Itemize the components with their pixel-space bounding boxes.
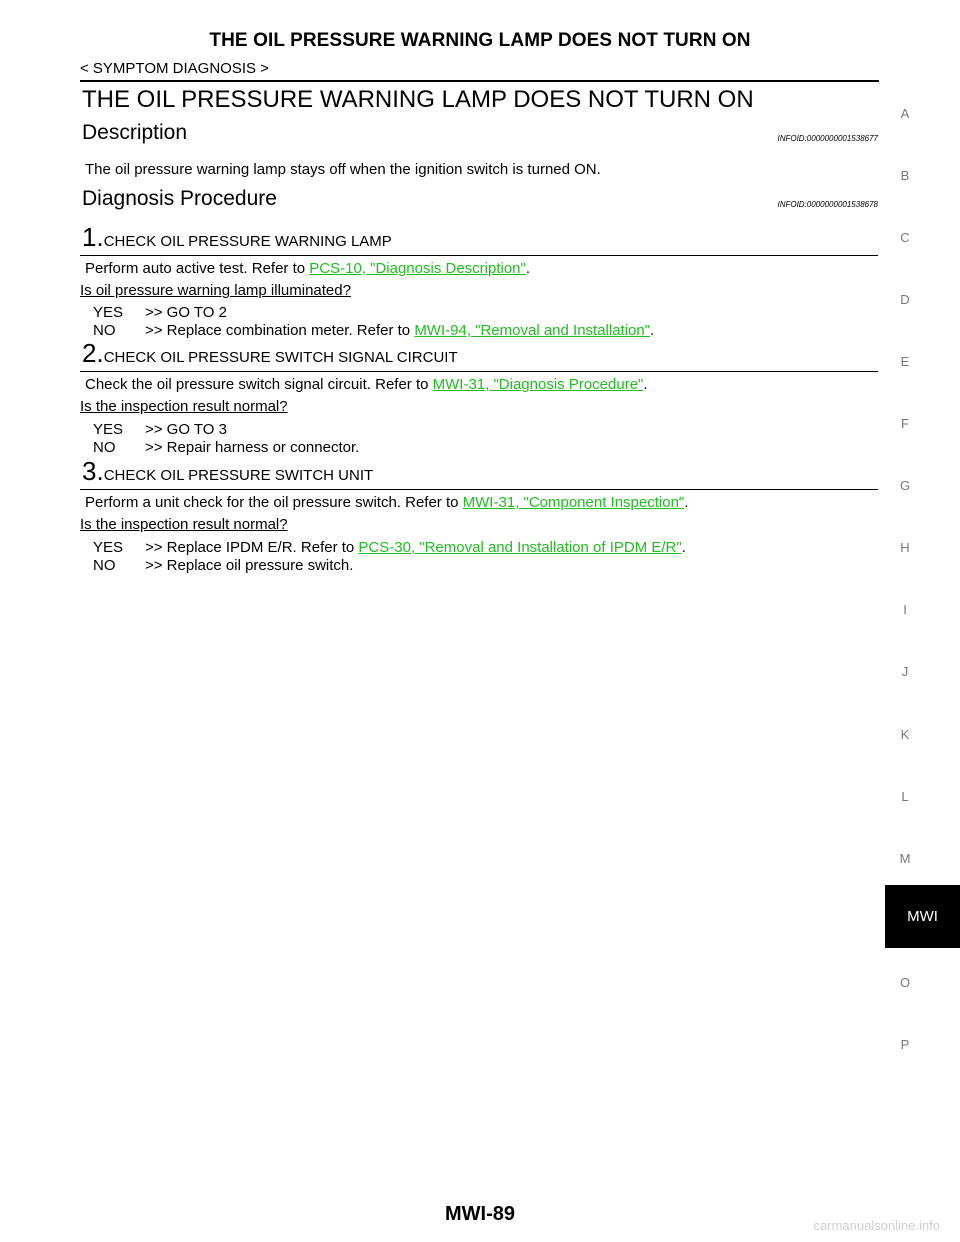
step-2-instruction: Check the oil pressure switch signal cir… <box>85 376 648 393</box>
step-2-yes: YES >> GO TO 3 <box>93 421 227 438</box>
section-tab-e[interactable]: E <box>900 354 910 369</box>
step-1-question: Is oil pressure warning lamp illuminated… <box>80 282 351 299</box>
procedure-heading: Diagnosis Procedure <box>82 187 277 210</box>
no-action: >> Replace oil pressure switch. <box>145 557 354 574</box>
no-key: NO <box>93 439 116 456</box>
instruction-text: Check the oil pressure switch signal cir… <box>85 376 433 393</box>
breadcrumb: < SYMPTOM DIAGNOSIS > <box>80 60 269 77</box>
no-key: NO <box>93 557 116 574</box>
reference-link-mwi-31-component[interactable]: MWI-31, "Component Inspection" <box>462 494 685 511</box>
step-3-no: NO >> Replace oil pressure switch. <box>93 557 353 574</box>
yes-key: YES <box>93 421 124 438</box>
step-title: CHECK OIL PRESSURE SWITCH UNIT <box>103 467 374 484</box>
no-key: NO <box>93 322 116 339</box>
section-tab-l[interactable]: L <box>901 789 909 804</box>
no-action: >> Replace combination meter. Refer to <box>145 322 415 339</box>
section-tab-m[interactable]: M <box>899 851 911 866</box>
section-tab-f[interactable]: F <box>901 416 909 431</box>
section-tab-a[interactable]: A <box>900 106 910 121</box>
step-2-no: NO >> Repair harness or connector. <box>93 439 359 456</box>
no-action-suffix: . <box>650 322 655 339</box>
instruction-text: Perform a unit check for the oil pressur… <box>85 494 463 511</box>
step-title: CHECK OIL PRESSURE SWITCH SIGNAL CIRCUIT <box>103 349 458 366</box>
instruction-suffix: . <box>643 376 648 393</box>
no-action: >> Repair harness or connector. <box>145 439 360 456</box>
step-divider <box>80 489 878 490</box>
watermark: carmanualsonline.info <box>813 1218 940 1233</box>
instruction-text: Perform auto active test. Refer to <box>85 260 310 277</box>
description-heading: Description <box>82 121 188 144</box>
running-title: THE OIL PRESSURE WARNING LAMP DOES NOT T… <box>209 30 751 51</box>
step-1-heading: 1.CHECK OIL PRESSURE WARNING LAMP <box>82 222 392 253</box>
step-3-yes: YES >> Replace IPDM E/R. Refer to PCS-30,… <box>93 539 686 556</box>
yes-key: YES <box>93 304 124 321</box>
section-tab-o[interactable]: O <box>899 975 911 990</box>
step-3-instruction: Perform a unit check for the oil pressur… <box>85 494 688 511</box>
procedure-infoid: INFOID:0000000001538678 <box>777 200 878 209</box>
yes-action: >> Replace IPDM E/R. Refer to <box>145 539 359 556</box>
header-divider <box>80 80 879 82</box>
step-1-instruction: Perform auto active test. Refer to PCS-1… <box>85 260 530 277</box>
section-tab-d[interactable]: D <box>900 292 910 307</box>
reference-link-mwi-94[interactable]: MWI-94, "Removal and Installation" <box>414 322 651 339</box>
instruction-suffix: . <box>684 494 689 511</box>
page-number: MWI-89 <box>445 1203 515 1225</box>
step-number: 2. <box>82 338 104 368</box>
section-tab-j[interactable]: J <box>901 664 909 679</box>
step-divider <box>80 371 878 372</box>
description-text: The oil pressure warning lamp stays off … <box>85 161 601 178</box>
section-tab-g[interactable]: G <box>899 478 911 493</box>
reference-link-pcs-10[interactable]: PCS-10, "Diagnosis Description" <box>309 260 526 277</box>
yes-key: YES <box>93 539 124 556</box>
reference-link-pcs-30[interactable]: PCS-30, "Removal and Installation of IPD… <box>358 539 682 556</box>
section-tab-c[interactable]: C <box>900 230 910 245</box>
step-3-question: Is the inspection result normal? <box>80 516 288 533</box>
step-divider <box>80 255 878 256</box>
yes-action: >> GO TO 3 <box>145 421 227 438</box>
section-tab-i[interactable]: I <box>903 602 907 617</box>
step-1-no: NO >> Replace combination meter. Refer to… <box>93 322 654 339</box>
section-tab-k[interactable]: K <box>900 727 910 742</box>
instruction-suffix: . <box>525 260 531 277</box>
step-number: 1. <box>82 222 104 252</box>
description-infoid: INFOID:0000000001538677 <box>777 134 878 143</box>
step-number: 3. <box>82 456 104 486</box>
section-tab-p[interactable]: P <box>900 1037 910 1052</box>
section-tab-h[interactable]: H <box>900 540 910 555</box>
section-tab-b[interactable]: B <box>900 168 910 183</box>
yes-action: >> GO TO 2 <box>145 304 227 321</box>
step-1-yes: YES >> GO TO 2 <box>93 304 227 321</box>
step-3-heading: 3.CHECK OIL PRESSURE SWITCH UNIT <box>82 456 373 487</box>
section-tab-mwi-active[interactable]: MWI <box>885 885 960 948</box>
reference-link-mwi-31-diagnosis[interactable]: MWI-31, "Diagnosis Procedure" <box>432 376 644 393</box>
page-title: THE OIL PRESSURE WARNING LAMP DOES NOT T… <box>82 86 754 113</box>
step-2-question: Is the inspection result normal? <box>80 398 288 415</box>
step-2-heading: 2.CHECK OIL PRESSURE SWITCH SIGNAL CIRCU… <box>82 338 458 369</box>
step-title: CHECK OIL PRESSURE WARNING LAMP <box>103 233 392 250</box>
yes-action-suffix: . <box>681 539 686 556</box>
